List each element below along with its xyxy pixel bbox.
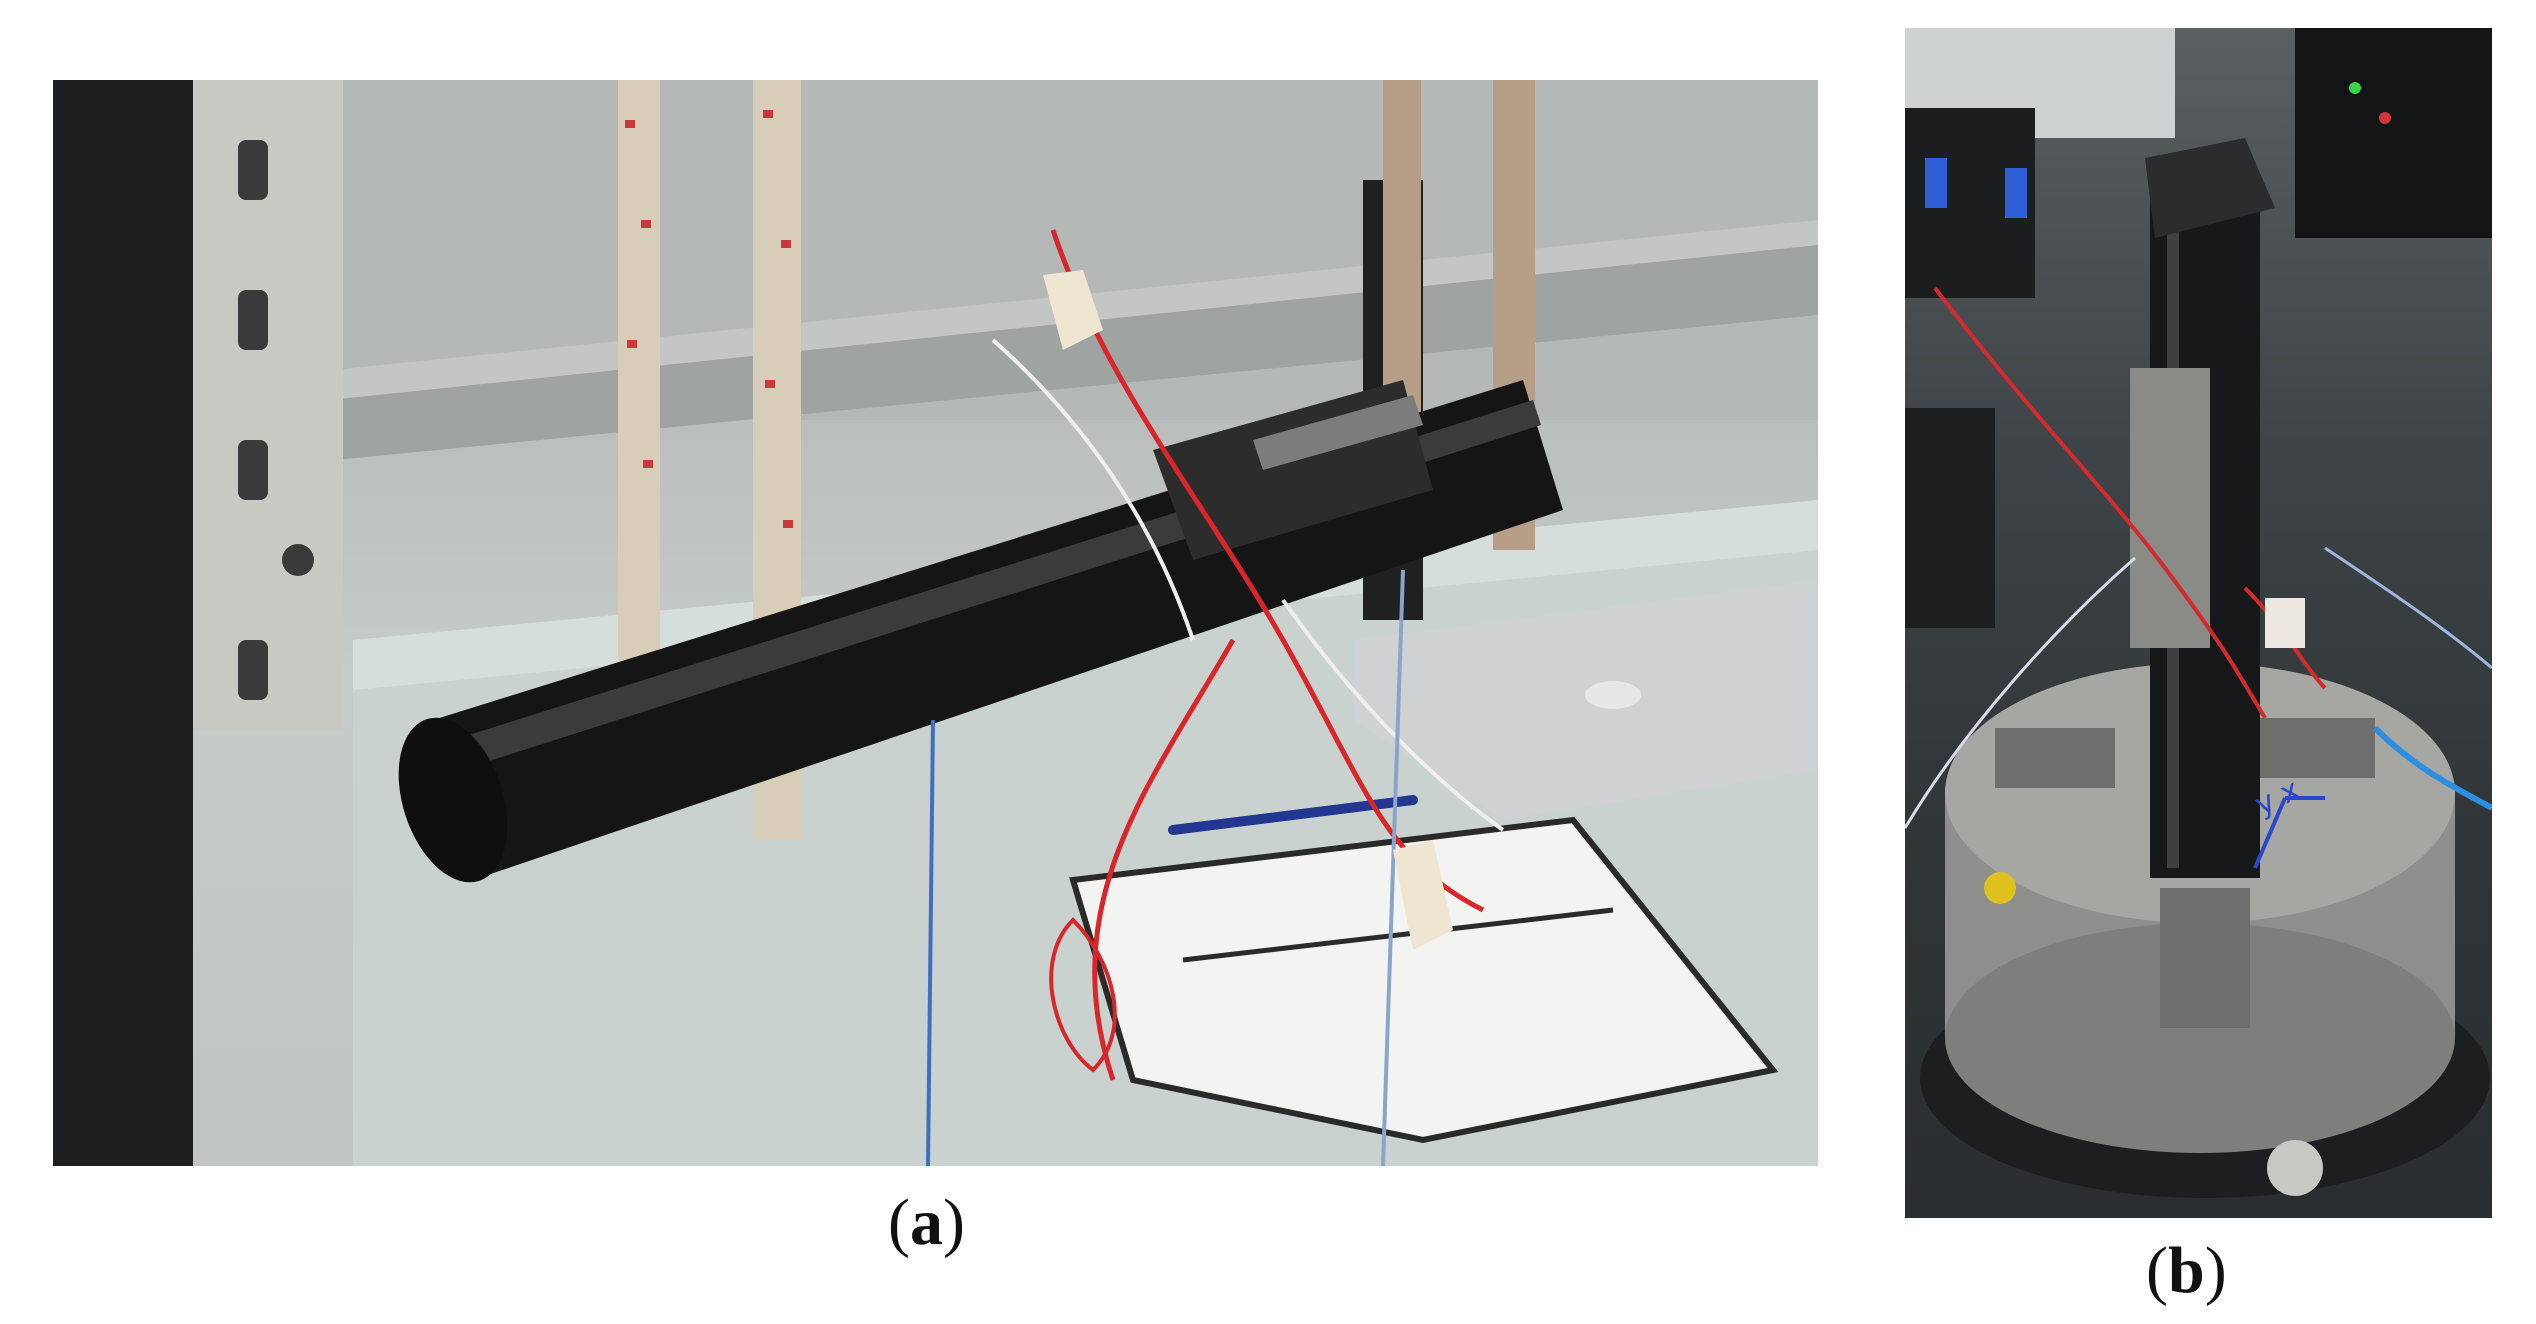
shelf-post-left	[53, 80, 193, 1166]
chuck-jaw	[2160, 888, 2250, 1028]
bracket-slot	[238, 290, 268, 350]
caption-a-label: a	[909, 1186, 943, 1259]
white-wire	[1281, 598, 1505, 832]
axis-annotation	[2253, 796, 2325, 869]
photo-a-scene	[53, 80, 1818, 1166]
photo-panel-a	[53, 80, 1818, 1166]
device-window	[1925, 158, 1947, 208]
indicator-led	[2349, 82, 2361, 94]
red-wire	[1933, 286, 2267, 720]
device-window	[2005, 168, 2027, 218]
bracket-slot	[238, 440, 268, 500]
laptop-logo	[1585, 681, 1641, 709]
caption-a: (a)	[888, 1190, 965, 1256]
blue-wire	[926, 719, 935, 1166]
blue-cable	[2372, 725, 2492, 811]
clamp-ridges	[1253, 395, 1423, 470]
tube-end-cap	[398, 717, 508, 883]
caption-b: (b)	[2146, 1238, 2227, 1304]
bracket-hole	[282, 544, 314, 576]
red-wire	[1050, 229, 1485, 913]
background-rack	[2295, 28, 2492, 238]
caption-b-open: (	[2146, 1234, 2168, 1307]
wire-tag	[1043, 270, 1103, 350]
caption-b-label: b	[2167, 1234, 2205, 1307]
photo-panel-b	[1905, 28, 2492, 1218]
caption-a-open: (	[888, 1186, 910, 1259]
left-box	[1905, 408, 1995, 628]
blue-wire	[2324, 546, 2492, 670]
laptop	[1353, 580, 1818, 820]
bracket-slot	[238, 140, 268, 200]
chuck-bottom	[1945, 923, 2455, 1153]
white-wire	[991, 338, 1195, 641]
side-clamp	[2130, 368, 2210, 648]
indicator-led	[2379, 112, 2391, 124]
red-wire-coil	[1049, 917, 1117, 1073]
base-bolt	[2267, 1140, 2323, 1196]
caption-b-close: )	[2204, 1234, 2227, 1307]
chuck-jaw	[1995, 728, 2115, 788]
rope-left-outer	[618, 80, 660, 660]
photo-b-scene	[1905, 28, 2492, 1198]
wire-tag	[1393, 840, 1453, 950]
warning-label	[1984, 872, 2016, 904]
red-wire	[1092, 638, 1236, 1081]
white-wire	[1905, 556, 2136, 829]
bracket-slot	[238, 640, 268, 700]
grey-blue-wire	[1381, 569, 1405, 1166]
caption-a-close: )	[942, 1186, 965, 1259]
tube-top	[2145, 138, 2275, 238]
notebook-strap	[1182, 907, 1614, 963]
notebook	[1069, 816, 1779, 1144]
connector-block	[2265, 598, 2305, 648]
